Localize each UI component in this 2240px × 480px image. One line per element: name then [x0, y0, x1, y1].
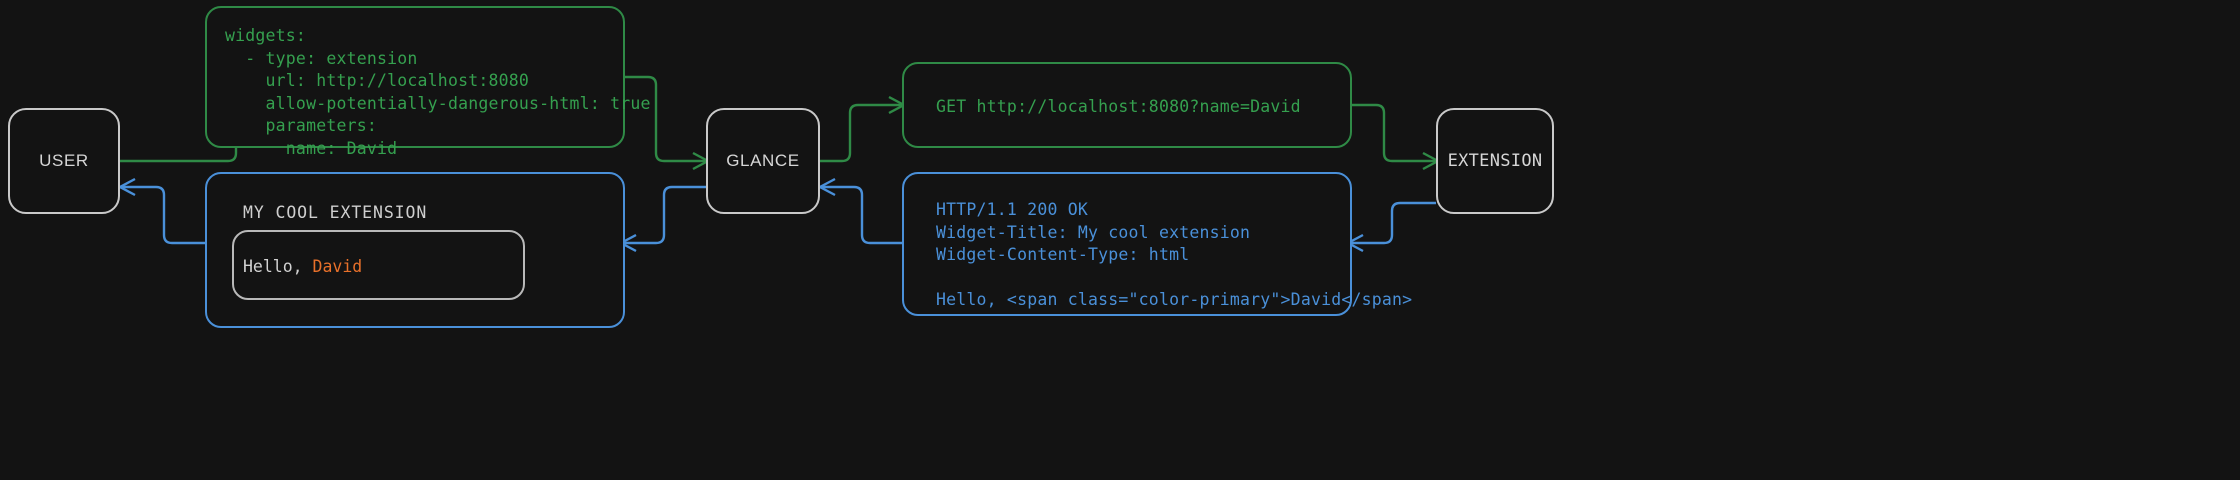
- rendered-widget-title: MY COOL EXTENSION: [243, 203, 428, 222]
- panel-http-request: [902, 62, 1352, 148]
- yaml-config-line-5: name: David: [225, 138, 398, 158]
- arrowhead-rendered-to-user: [117, 177, 136, 197]
- http-response-line-4: Hello, <span class="color-primary">David…: [936, 290, 1413, 309]
- yaml-config-line-2: url: http://localhost:8080: [225, 71, 530, 90]
- http-response-text: HTTP/1.1 200 OK Widget-Title: My cool ex…: [936, 199, 1412, 312]
- yaml-config-text: widgets: - type: extension url: http://l…: [225, 25, 651, 160]
- edge-rendered-to-user: [120, 185, 207, 245]
- rendered-widget-body: Hello, David: [243, 257, 362, 276]
- edge-glance-to-rendered: [625, 185, 706, 245]
- edge-request-to-extension: [1352, 103, 1436, 163]
- yaml-config-line-4: parameters:: [225, 116, 378, 135]
- http-response-line-2: Widget-Content-Type: html: [936, 245, 1190, 264]
- arrowhead-response-to-glance: [817, 177, 836, 197]
- node-extension[interactable]: EXTENSION: [1436, 108, 1554, 214]
- rendered-widget-body-prefix: Hello,: [243, 257, 313, 276]
- node-extension-label: EXTENSION: [1447, 151, 1543, 171]
- rendered-widget-card: [232, 230, 525, 300]
- panel-yaml-config: [205, 6, 625, 148]
- yaml-config-line-3: allow-potentially-dangerous-html: true: [225, 93, 651, 113]
- http-response-line-0: HTTP/1.1 200 OK: [936, 200, 1089, 219]
- rendered-widget-body-accent: David: [312, 257, 363, 276]
- yaml-config-line-0: widgets:: [225, 26, 307, 45]
- edge-response-to-glance: [820, 185, 902, 245]
- edge-glance-to-request: [820, 103, 902, 163]
- node-user[interactable]: USER: [8, 108, 120, 214]
- yaml-config-line-1: - type: extension: [225, 48, 418, 68]
- node-glance[interactable]: GLANCE: [706, 108, 820, 214]
- node-user-label: USER: [39, 151, 89, 170]
- panel-http-response: [902, 172, 1352, 316]
- http-request-text: GET http://localhost:8080?name=David: [936, 97, 1301, 116]
- node-glance-label: GLANCE: [726, 151, 800, 170]
- http-response-line-1: Widget-Title: My cool extension: [936, 222, 1251, 242]
